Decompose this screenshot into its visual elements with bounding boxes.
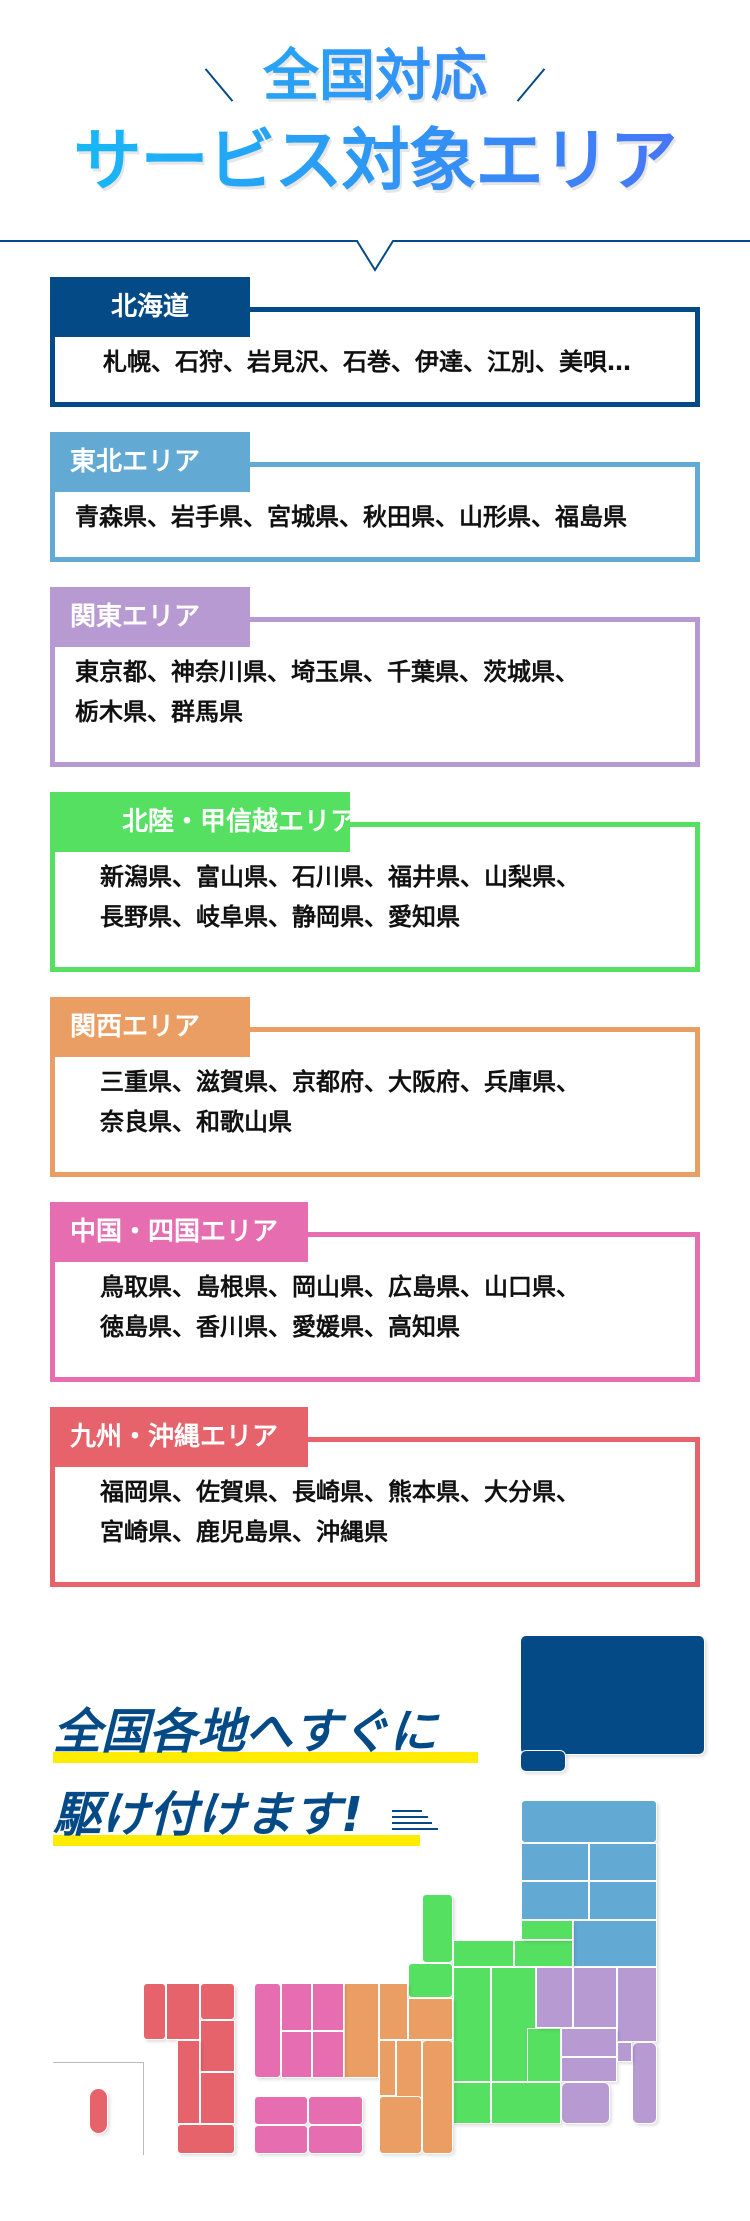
map-region-kanto [536,1967,573,2028]
map-region-tohoku [521,1800,657,1843]
area-tohoku: 東北エリア 青森県、岩手県、宮城県、秋田県、山形県、福島県 [50,432,700,562]
map-region-hokuriku-koshinetsu [453,1940,514,1967]
area-box: 東京都、神奈川県、埼玉県、千葉県、茨城県、栃木県、群馬県 [50,617,700,767]
area-tab: 中国・四国エリア [50,1202,308,1262]
catch-line1: 全国各地へすぐに [53,1704,478,1763]
map-region-tohoku [573,1920,657,1967]
area-box: 新潟県、富山県、石川県、福井県、山梨県、長野県、岐阜県、静岡県、愛知県 [50,822,700,972]
map-region-hokuriku-koshinetsu [521,1920,573,1940]
prefecture-line: 鳥取県、島根県、岡山県、広島県、山口県、 [100,1273,580,1301]
area-list: 北海道 札幌、石狩、岩見沢、石巻、伊達、江別、美唄… 東北エリア 青森県、岩手県… [50,277,700,1612]
map-region-kyushu-okinawa [177,2040,200,2124]
map-region-kyushu-okinawa [166,1983,200,2040]
map-region-kyushu-okinawa [200,1983,235,2020]
divider-with-pointer [0,240,750,272]
map-region-hokkaido [520,1635,705,1755]
map-region-kansai [379,1983,408,2040]
page-title-line2: サービス対象エリア [0,122,750,202]
catch-line2: 駆け付けます! [53,1787,420,1846]
map-region-chugoku-shikoku [254,2125,308,2154]
map-region-kansai [379,2040,396,2096]
map-region-tohoku [521,1881,589,1920]
map-region-kyushu-okinawa [143,1983,166,2040]
map-region-kansai [344,1983,379,2078]
map-region-hokuriku-koshinetsu [453,1967,491,2082]
area-box: 福岡県、佐賀県、長崎県、熊本県、大分県、宮崎県、鹿児島県、沖縄県 [50,1437,700,1587]
map-region-hokuriku-koshinetsu [422,1894,453,1963]
map-region-chugoku-shikoku [281,1983,312,2031]
prefecture-line: 新潟県、富山県、石川県、福井県、山梨県、 [100,863,580,891]
map-region-hokkaido [520,1750,566,1772]
map-region-hokuriku-koshinetsu [453,2082,491,2124]
area-kanto: 関東エリア 東京都、神奈川県、埼玉県、千葉県、茨城県、栃木県、群馬県 [50,587,700,767]
map-region-chugoku-shikoku [281,2031,312,2078]
map-region-chugoku-shikoku [254,2096,308,2125]
area-chugoku-shikoku: 中国・四国エリア 鳥取県、島根県、岡山県、広島県、山口県、徳島県、香川県、愛媛県… [50,1202,700,1382]
map-region-hokuriku-koshinetsu [408,1963,453,1998]
map-region-chugoku-shikoku [308,2096,363,2125]
prefecture-line: 福岡県、佐賀県、長崎県、熊本県、大分県、 [100,1478,580,1506]
area-box: 札幌、石狩、岩見沢、石巻、伊達、江別、美唄… [50,307,700,407]
highlight-underline [53,1835,420,1846]
map-region-kanto [617,2042,632,2062]
map-region-hokuriku-koshinetsu [514,1940,573,1967]
area-box: 鳥取県、島根県、岡山県、広島県、山口県、徳島県、香川県、愛媛県、高知県 [50,1232,700,1382]
okinawa-inset-frame [53,2062,144,2155]
area-kansai: 関西エリア 三重県、滋賀県、京都府、大阪府、兵庫県、奈良県、和歌山県 [50,997,700,1177]
map-region-chugoku-shikoku [308,2125,363,2154]
map-region-tohoku [521,1843,589,1881]
area-tab: 北海道 [50,277,250,337]
map-region-kyushu-okinawa [200,2072,235,2124]
area-tab: 北陸・甲信越エリア [50,792,350,852]
area-hokkaido: 北海道 札幌、石狩、岩見沢、石巻、伊達、江別、美唄… [50,277,700,407]
prefecture-line: 三重県、滋賀県、京都府、大阪府、兵庫県、 [100,1068,580,1096]
prefecture-line: 札幌、石狩、岩見沢、石巻、伊達、江別、美唄… [103,348,631,376]
area-kyushu-okinawa: 九州・沖縄エリア 福岡県、佐賀県、長崎県、熊本県、大分県、宮崎県、鹿児島県、沖縄… [50,1407,700,1587]
map-region-kyushu-okinawa [200,2020,235,2072]
map-region-chugoku-shikoku [312,2031,344,2078]
prefecture-line: 栃木県、群馬県 [75,698,243,726]
map-region-hokuriku-koshinetsu [527,2028,561,2082]
prefecture-line: 宮崎県、鹿児島県、沖縄県 [100,1518,388,1546]
area-tab: 関東エリア [50,587,250,647]
catch-text: 全国各地へすぐに [53,1704,438,1760]
map-region-kanto [561,2082,610,2124]
prefecture-line: 奈良県、和歌山県 [100,1108,292,1136]
highlight-underline [53,1752,478,1763]
area-box: 三重県、滋賀県、京都府、大阪府、兵庫県、奈良県、和歌山県 [50,1027,700,1177]
page-title-line1: 全国対応 [0,44,750,110]
map-region-kanto [561,2028,617,2057]
map-region-kanto [573,1967,617,2028]
area-tab: 東北エリア [50,432,250,492]
prefecture-line: 東京都、神奈川県、埼玉県、千葉県、茨城県、 [75,658,579,686]
prefecture-line: 徳島県、香川県、愛媛県、高知県 [100,1313,460,1341]
map-region-kansai [379,2096,422,2154]
map-region-chugoku-shikoku [312,1983,344,2031]
map-region-kansai [408,1998,453,2040]
map-region-kyushu-okinawa [89,2088,108,2134]
map-region-chugoku-shikoku [254,1983,281,2078]
prefecture-line: 青森県、岩手県、宮城県、秋田県、山形県、福島県 [75,503,627,531]
map-region-kanto [561,2057,617,2082]
map-region-kanto [632,2042,657,2124]
map-region-kansai [422,2040,453,2154]
area-hokuriku-koshinetsu: 北陸・甲信越エリア 新潟県、富山県、石川県、福井県、山梨県、長野県、岐阜県、静岡… [50,792,700,972]
area-tab: 九州・沖縄エリア [50,1407,308,1467]
map-region-kanto [617,1967,657,2042]
map-region-hokuriku-koshinetsu [491,2082,561,2124]
map-region-tohoku [589,1881,657,1920]
area-tab: 関西エリア [50,997,250,1057]
map-region-kyushu-okinawa [177,2124,235,2154]
prefecture-line: 長野県、岐阜県、静岡県、愛知県 [100,903,460,931]
area-box: 青森県、岩手県、宮城県、秋田県、山形県、福島県 [50,462,700,562]
map-region-tohoku [589,1843,657,1881]
catch-text: 駆け付けます! [53,1787,363,1843]
